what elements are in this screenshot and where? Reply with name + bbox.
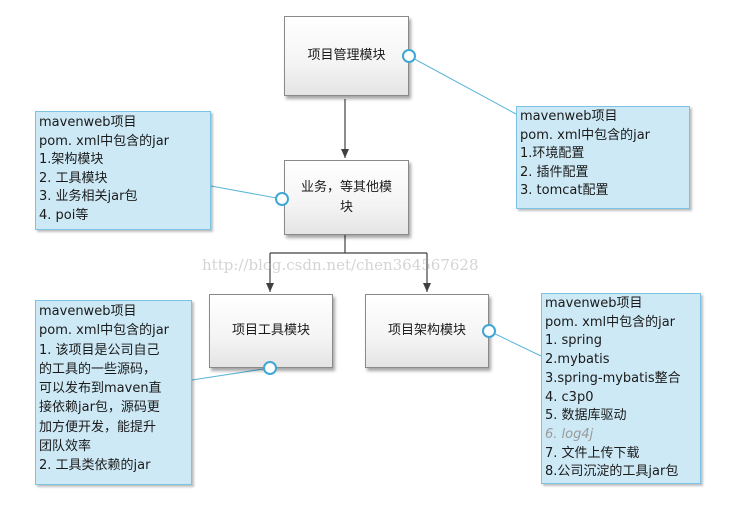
watermark: http://blog.csdn.net/chen364567628 — [202, 256, 479, 274]
note-project-line: mavenweb项目 — [520, 109, 618, 124]
note-framework-line: 5. 数据库驱动 — [545, 408, 627, 424]
note-project-line: 3. tomcat配置 — [520, 183, 609, 199]
note-tools-line: pom. xml中包含的jar — [39, 323, 170, 339]
note-tools-line: 可以发布到maven直 — [39, 381, 162, 397]
node-business-label-line2: 块 — [339, 199, 353, 215]
note-project-line: pom. xml中包含的jar — [520, 127, 651, 143]
node-project-management-label: 项目管理模块 — [307, 48, 386, 63]
note-business-line: 3. 业务相关jar包 — [39, 189, 138, 205]
node-business-label-line1: 业务，等其他模 — [300, 179, 392, 195]
note-framework-line: 4. c3p0 — [545, 389, 594, 405]
note-framework-line: 6. log4j — [545, 426, 594, 442]
note-tools-line: 的工具的一些源码， — [39, 361, 157, 377]
note-tools: mavenweb项目 pom. xml中包含的jar 1. 该项目是公司自己 的… — [35, 300, 192, 485]
node-tools: 项目工具模块 — [209, 294, 333, 368]
note-tools-line: 1. 该项目是公司自己 — [39, 342, 160, 358]
connector-business-split — [270, 235, 427, 254]
node-tools-label: 项目工具模块 — [231, 323, 310, 338]
note-tools-line: 2. 工具类依赖的jar — [39, 458, 151, 474]
note-tools-line: mavenweb项目 — [39, 304, 137, 319]
note-tools-line: 接依赖jar包，源码更 — [39, 400, 160, 416]
note-framework-line: pom. xml中包含的jar — [545, 314, 676, 330]
callout-line-business — [210, 185, 283, 200]
callout-line-framework — [488, 330, 542, 357]
note-project-line: 2. 插件配置 — [520, 164, 589, 180]
callout-line-tools — [191, 367, 271, 381]
note-framework: mavenweb项目 pom. xml中包含的jar 1. spring 2.m… — [541, 293, 701, 484]
node-framework-label: 项目架构模块 — [387, 323, 466, 338]
note-framework-line: 3.spring-mybatis整合 — [545, 370, 681, 386]
note-framework-line: 7. 文件上传下载 — [545, 445, 640, 461]
node-framework: 项目架构模块 — [365, 294, 489, 368]
note-project: mavenweb项目 pom. xml中包含的jar 1.环境配置 2. 插件配… — [516, 106, 690, 209]
note-business-line: 1.架构模块 — [39, 152, 104, 168]
note-business-line: 2. 工具模块 — [39, 170, 108, 186]
note-tools-line: 加方便开发，能提升 — [39, 419, 157, 435]
callout-line-project — [408, 55, 517, 115]
note-framework-line: 8.公司沉淀的工具jar包 — [545, 464, 679, 480]
note-business-line: 4. poi等 — [39, 207, 89, 223]
node-project-management: 项目管理模块 — [284, 16, 409, 96]
node-business: 业务，等其他模 块 — [284, 160, 409, 235]
note-business-line: pom. xml中包含的jar — [39, 133, 170, 149]
note-tools-line: 团队效率 — [39, 439, 92, 455]
note-business-line: mavenweb项目 — [39, 115, 137, 130]
note-framework-line: mavenweb项目 — [545, 296, 643, 311]
note-framework-line: 1. spring — [545, 333, 603, 349]
note-project-line: 1.环境配置 — [520, 146, 585, 162]
note-framework-line: 2.mybatis — [545, 352, 610, 368]
note-business: mavenweb项目 pom. xml中包含的jar 1.架构模块 2. 工具模… — [35, 111, 211, 230]
